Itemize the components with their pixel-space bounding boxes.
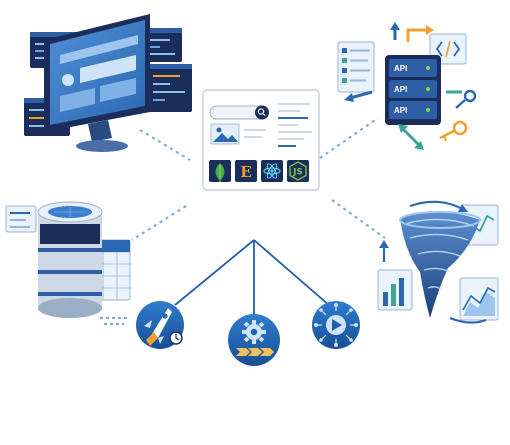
mongodb-leaf-icon (209, 160, 231, 182)
express-glyph: E (240, 163, 251, 181)
arrow-icon (344, 93, 354, 102)
data-tornado (378, 202, 498, 323)
gear-workflow-icon (228, 314, 280, 366)
bar-chart-panel (378, 270, 412, 310)
rack-label: API (394, 64, 407, 73)
arrow-icon (402, 128, 420, 146)
rack-label: API (394, 106, 407, 115)
data-panel (6, 206, 36, 232)
connector-database (132, 206, 186, 240)
nodejs-icon: JS (287, 160, 309, 182)
key-icon (456, 91, 475, 108)
arrow-icon (350, 92, 372, 98)
search-bar[interactable] (210, 106, 269, 120)
connector-api (320, 118, 378, 158)
arrow-icon (390, 22, 400, 30)
code-window (148, 64, 192, 112)
server-rack-unit: API (389, 59, 437, 77)
react-atom-icon (261, 160, 283, 182)
gear-icon (242, 320, 266, 344)
workflow-chevrons (236, 348, 274, 356)
rocket-launch-icon (136, 301, 184, 349)
rack-label: API (394, 85, 407, 94)
web-monitor (24, 14, 192, 152)
node-glyph: JS (292, 168, 303, 178)
express-e-icon: E (235, 160, 257, 182)
tree-connector (175, 240, 330, 322)
connector-monitor (140, 130, 190, 160)
key-icon (440, 122, 466, 141)
play-hub-icon (312, 301, 360, 349)
list-panel (338, 42, 374, 92)
arrow-icon (408, 30, 428, 42)
area-chart-panel (460, 278, 498, 320)
server-rack-unit: API (389, 101, 437, 119)
api-server: API API API (338, 22, 475, 150)
image-icon (211, 124, 239, 144)
connector-tornado (332, 200, 385, 238)
stack-card: E JS (203, 90, 319, 190)
server-rack-unit: API (389, 80, 437, 98)
database-server (6, 202, 130, 324)
swirl-arrow-icon (410, 202, 464, 210)
